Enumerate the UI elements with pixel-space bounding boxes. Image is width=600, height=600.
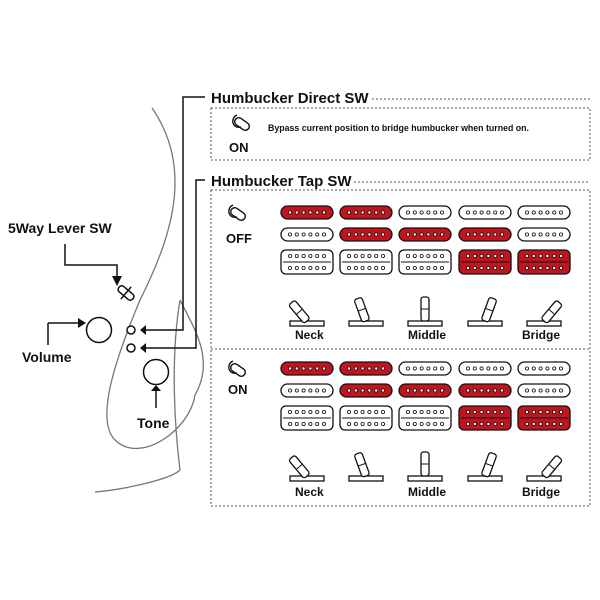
lever-pointer-arrow bbox=[112, 276, 122, 286]
tap-off-middle-pickup-pos4 bbox=[458, 227, 512, 242]
tap-on-bridge-label: Bridge bbox=[522, 485, 560, 499]
tap-off-lever-neck-icon bbox=[288, 300, 325, 327]
tap-off-bridge-pickup-pos1 bbox=[280, 249, 334, 275]
tap-on-bridge-pickup-pos3 bbox=[398, 405, 452, 431]
guitar-body-outline bbox=[106, 107, 205, 450]
tap-on-bridge-pickup-pos5 bbox=[517, 405, 571, 431]
tap-off-middle-pickup-pos2 bbox=[339, 227, 393, 242]
lever-switch-label: 5Way Lever SW bbox=[8, 220, 113, 236]
direct-toggle-icon bbox=[232, 114, 250, 131]
tap-off-neck-pickup-pos3 bbox=[398, 205, 452, 220]
tap-off-middle-pickup-pos1 bbox=[280, 227, 334, 242]
lever-pointer-line bbox=[64, 244, 118, 280]
tap-on-neck-pickup-pos1 bbox=[280, 361, 334, 376]
tap-on-lever-neck-icon bbox=[288, 455, 325, 482]
direct-lead-line bbox=[142, 96, 205, 331]
lever-switch-icon[interactable] bbox=[114, 281, 138, 305]
tap-off-state-label: OFF bbox=[226, 231, 252, 246]
direct-state-label: ON bbox=[229, 140, 249, 155]
tap-on-middle-pickup-pos3 bbox=[398, 383, 452, 398]
tap-on-toggle-icon bbox=[228, 360, 246, 377]
tap-off-middle-label: Middle bbox=[408, 328, 446, 342]
tap-on-bridge-pickup-pos1 bbox=[280, 405, 334, 431]
tap-on-middle-pickup-pos2 bbox=[339, 383, 393, 398]
direct-lead-arrow bbox=[140, 325, 146, 335]
tap-on-neck-pickup-pos5 bbox=[517, 361, 571, 376]
tap-off-bridge-pickup-pos4 bbox=[458, 249, 512, 275]
direct-description: Bypass current position to bridge humbuc… bbox=[268, 123, 529, 133]
tap-off-lever-neck-middle-icon bbox=[348, 297, 384, 327]
tap-on-state-label: ON bbox=[228, 382, 248, 397]
tap-off-lever-bridge-icon bbox=[526, 300, 563, 327]
direct-sw-box bbox=[210, 107, 591, 161]
tap-on-lever-middle-bridge-icon bbox=[467, 452, 503, 482]
tap-lead-arrow bbox=[140, 343, 146, 353]
tap-on-neck-pickup-pos3 bbox=[398, 361, 452, 376]
tap-on-lever-middle-icon bbox=[407, 451, 443, 482]
tap-off-bridge-pickup-pos3 bbox=[398, 249, 452, 275]
tone-label: Tone bbox=[137, 415, 170, 431]
tone-pointer-arrow bbox=[151, 385, 161, 391]
tap-off-pickup-grid bbox=[280, 205, 571, 275]
tap-off-neck-pickup-pos1 bbox=[280, 205, 334, 220]
tap-on-lever-row bbox=[288, 451, 563, 482]
tap-mini-switch[interactable] bbox=[126, 343, 136, 353]
tap-off-middle-pickup-pos5 bbox=[517, 227, 571, 242]
tap-off-neck-pickup-pos5 bbox=[517, 205, 571, 220]
tap-on-middle-label: Middle bbox=[408, 485, 446, 499]
volume-label: Volume bbox=[22, 349, 72, 365]
tap-on-neck-pickup-pos2 bbox=[339, 361, 393, 376]
tap-off-toggle-icon bbox=[228, 204, 246, 221]
tap-off-bridge-pickup-pos5 bbox=[517, 249, 571, 275]
direct-sw-title: Humbucker Direct SW bbox=[211, 90, 369, 107]
tap-sw-box bbox=[210, 189, 591, 507]
tap-on-neck-label: Neck bbox=[295, 485, 324, 499]
tap-on-pickup-grid bbox=[280, 361, 571, 431]
tap-on-neck-pickup-pos4 bbox=[458, 361, 512, 376]
tap-off-neck-pickup-pos4 bbox=[458, 205, 512, 220]
tap-on-middle-pickup-pos5 bbox=[517, 383, 571, 398]
tap-off-lever-row bbox=[288, 296, 563, 327]
tap-on-bridge-pickup-pos4 bbox=[458, 405, 512, 431]
tap-on-middle-pickup-pos1 bbox=[280, 383, 334, 398]
tap-on-middle-pickup-pos4 bbox=[458, 383, 512, 398]
volume-knob[interactable] bbox=[85, 316, 113, 344]
tap-off-lever-middle-icon bbox=[407, 296, 443, 327]
tone-knob[interactable] bbox=[142, 358, 170, 386]
tap-sw-title: Humbucker Tap SW bbox=[211, 173, 352, 190]
tap-on-lever-neck-middle-icon bbox=[348, 452, 384, 482]
tap-off-neck-pickup-pos2 bbox=[339, 205, 393, 220]
tap-off-middle-pickup-pos3 bbox=[398, 227, 452, 242]
direct-mini-switch[interactable] bbox=[126, 325, 136, 335]
tap-on-lever-bridge-icon bbox=[526, 455, 563, 482]
tap-on-bridge-pickup-pos2 bbox=[339, 405, 393, 431]
tap-lead-line bbox=[142, 179, 205, 349]
volume-pointer-arrow bbox=[78, 318, 86, 328]
tap-off-bridge-label: Bridge bbox=[522, 328, 560, 342]
tap-off-bridge-pickup-pos2 bbox=[339, 249, 393, 275]
tap-off-neck-label: Neck bbox=[295, 328, 324, 342]
tap-off-lever-middle-bridge-icon bbox=[467, 297, 503, 327]
